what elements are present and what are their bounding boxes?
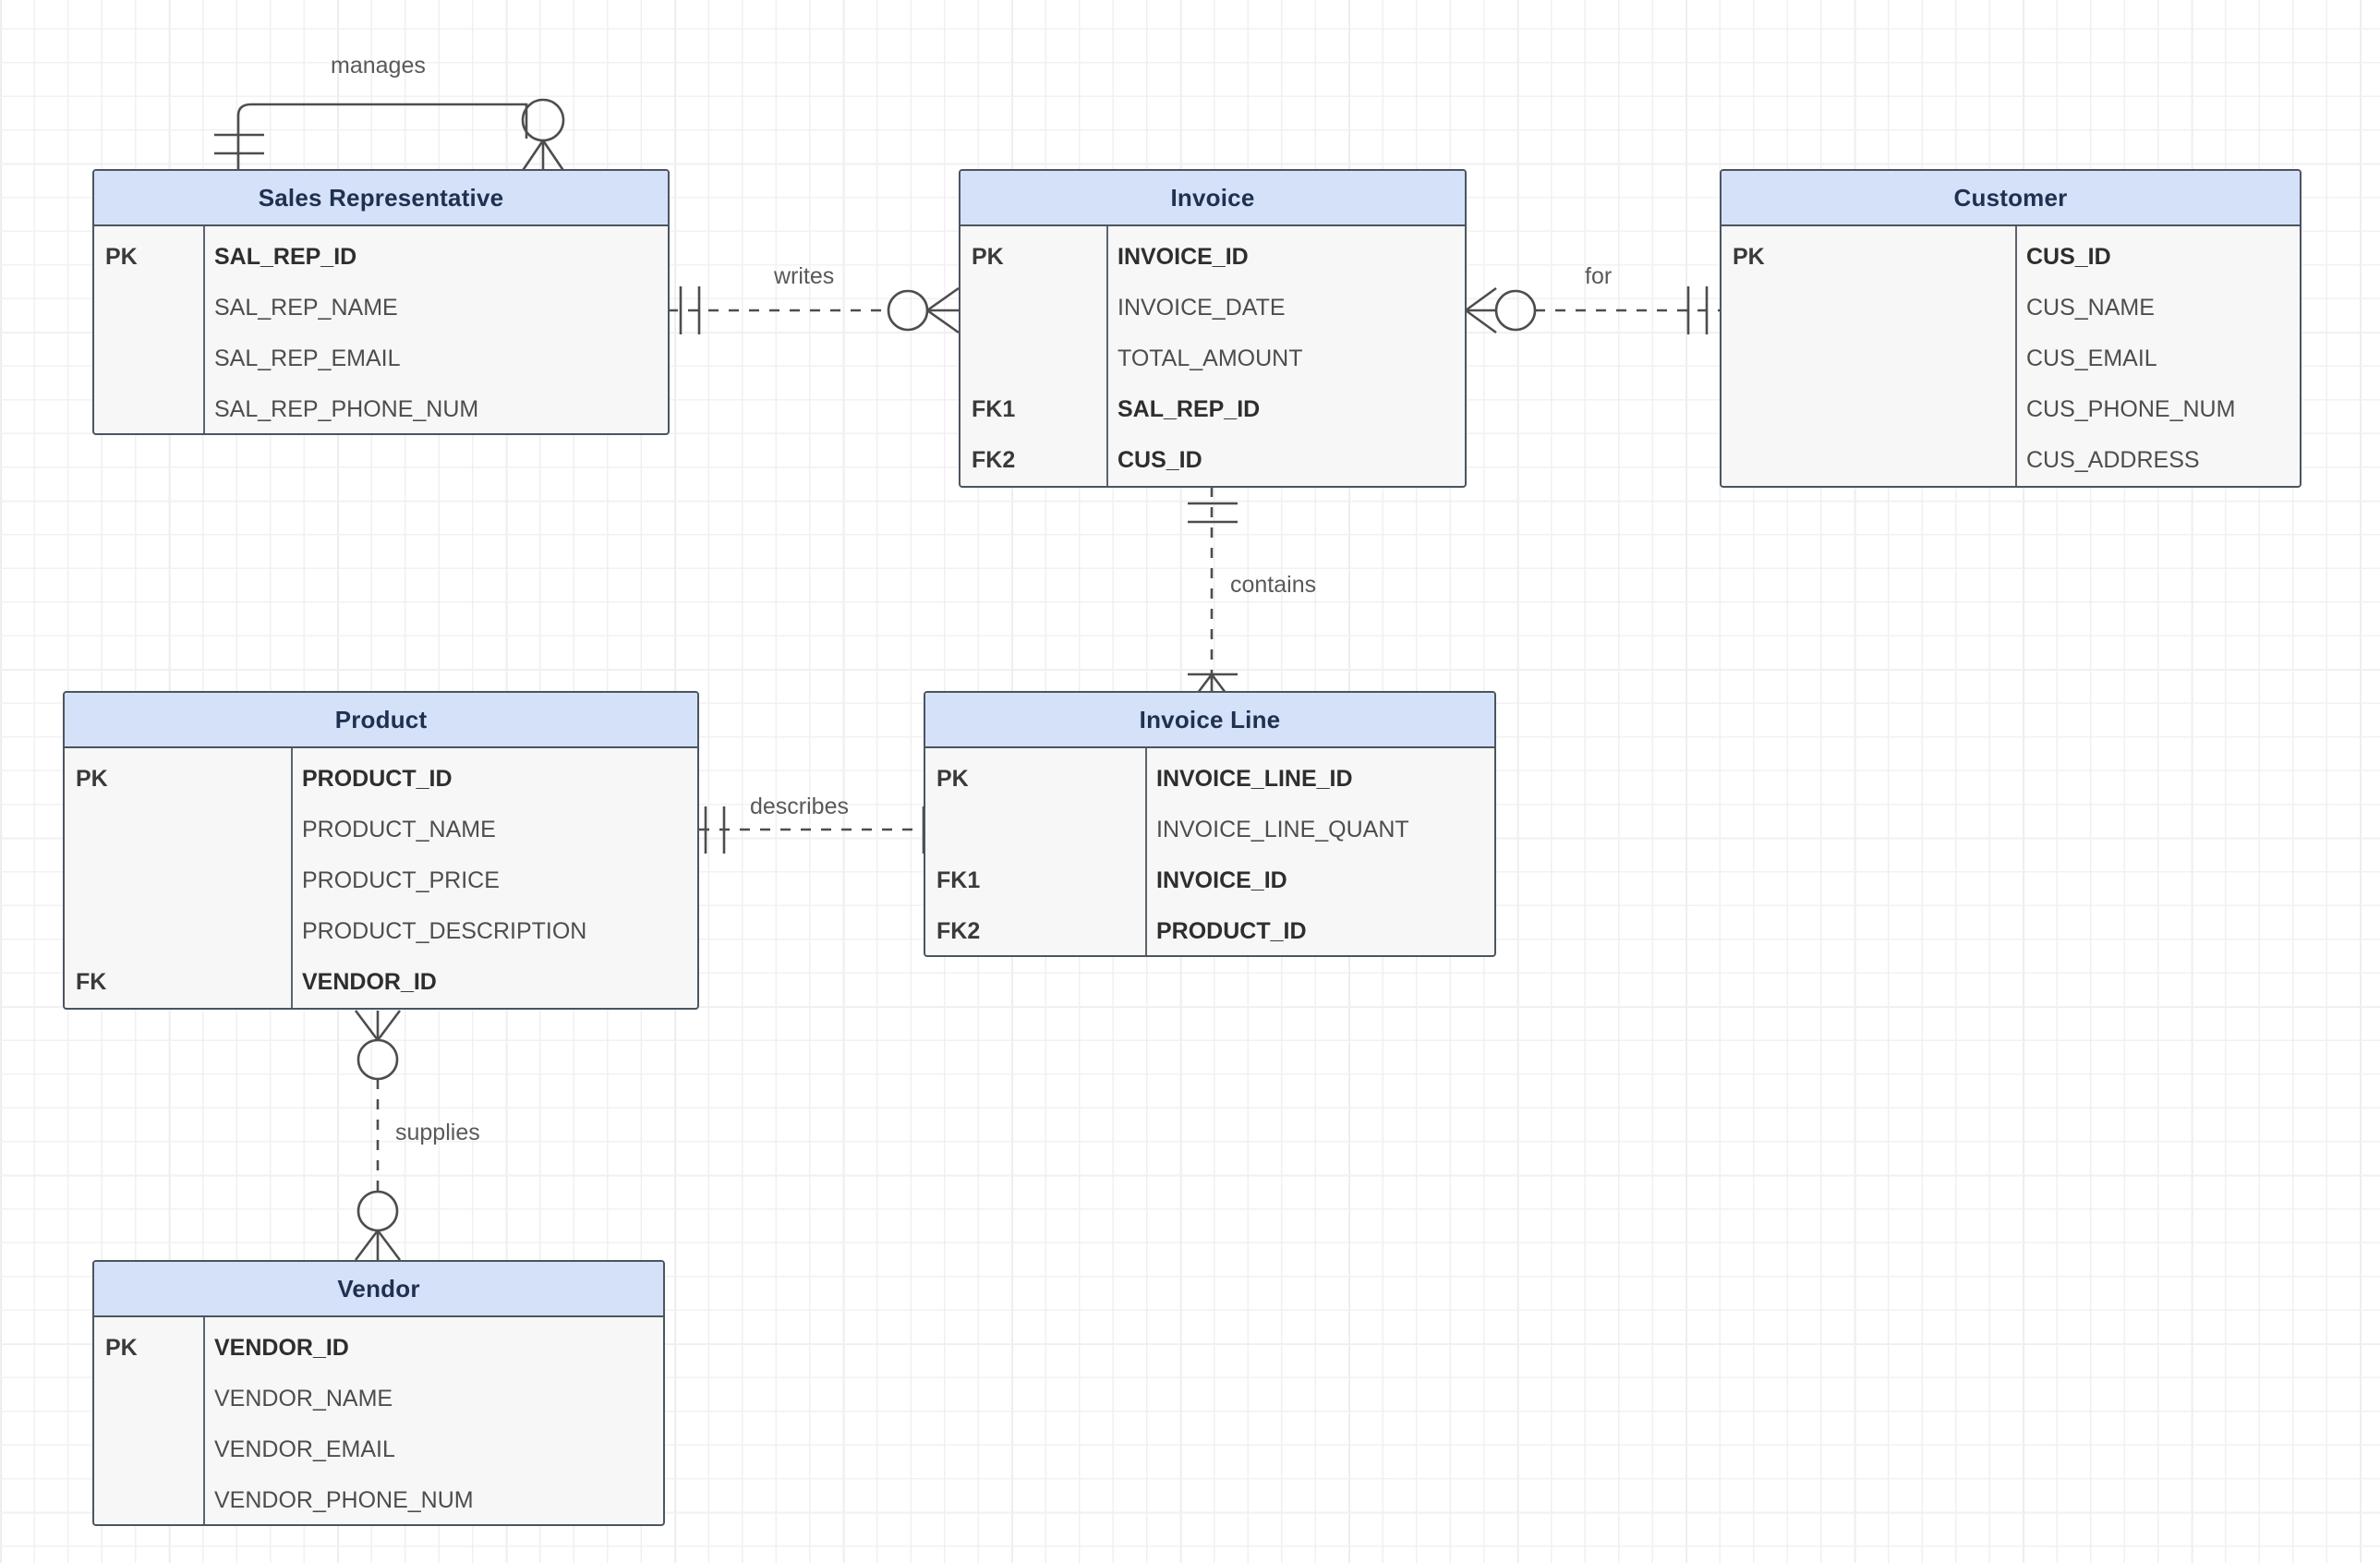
key-cell: [1722, 333, 2015, 384]
key-cell: FK2: [972, 447, 1016, 473]
key-cell: [94, 283, 203, 333]
key-cell: PK: [1733, 244, 1765, 270]
attribute-cell: CUS_ID: [2026, 244, 2111, 270]
entity-title-vendor: Vendor: [94, 1262, 663, 1317]
key-cell: [1722, 435, 2015, 486]
relationship-for[interactable]: [1465, 286, 1720, 334]
relationship-label-describes: describes: [750, 794, 849, 819]
entity-title-invoice: Invoice: [960, 171, 1465, 226]
key-cell: FK1: [972, 396, 1016, 422]
relationship-label-manages: manages: [331, 53, 426, 79]
attribute-cell: CUS_PHONE_NUM: [2026, 396, 2236, 422]
relationship-manages[interactable]: [214, 98, 566, 173]
key-cell: [94, 1374, 203, 1424]
attribute-column-product: PRODUCT_ID PRODUCT_NAME PRODUCT_PRICE PR…: [293, 748, 697, 1008]
key-cell: [94, 333, 203, 384]
key-column-invoice: PK FK1 FK2: [960, 226, 1108, 486]
attribute-cell: VENDOR_ID: [302, 969, 437, 995]
relationship-label-for: for: [1585, 263, 1613, 289]
attribute-cell: VENDOR_ID: [214, 1335, 349, 1361]
attribute-cell: CUS_EMAIL: [2026, 345, 2157, 371]
attribute-cell: INVOICE_LINE_ID: [1156, 766, 1353, 792]
key-column-vendor: PK: [94, 1317, 205, 1524]
attribute-cell: PRODUCT_PRICE: [302, 867, 500, 893]
key-column-invoice-line: PK FK1 FK2: [925, 748, 1147, 955]
key-cell: PK: [76, 766, 108, 792]
attribute-cell: SAL_REP_ID: [1118, 396, 1261, 422]
key-cell: [960, 333, 1106, 384]
attribute-cell: VENDOR_NAME: [214, 1386, 393, 1412]
relationship-label-contains: contains: [1230, 572, 1317, 598]
entity-title-customer: Customer: [1722, 171, 2300, 226]
entity-product[interactable]: Product PK FK PRODUCT_ID PRODUCT_NAME PR…: [63, 691, 699, 1010]
key-cell: FK1: [936, 867, 981, 893]
key-cell: [94, 1475, 203, 1524]
entity-title-invoice-line: Invoice Line: [925, 693, 1494, 748]
key-cell: PK: [105, 1335, 138, 1361]
attribute-cell: VENDOR_EMAIL: [214, 1436, 395, 1462]
attribute-cell: PRODUCT_ID: [302, 766, 453, 792]
attribute-cell: INVOICE_ID: [1156, 867, 1287, 893]
key-cell: FK2: [936, 918, 981, 944]
key-column-customer: PK: [1722, 226, 2017, 486]
key-cell: [94, 384, 203, 433]
key-cell: [960, 283, 1106, 333]
key-cell: [94, 1424, 203, 1475]
key-cell: PK: [105, 244, 138, 270]
attribute-cell: TOTAL_AMOUNT: [1118, 345, 1303, 371]
key-cell: PK: [972, 244, 1004, 270]
key-cell: [1722, 384, 2015, 435]
relationship-label-writes: writes: [774, 263, 835, 289]
attribute-cell: PRODUCT_DESCRIPTION: [302, 918, 587, 944]
key-cell: [1722, 283, 2015, 333]
attribute-column-vendor: VENDOR_ID VENDOR_NAME VENDOR_EMAIL VENDO…: [205, 1317, 663, 1524]
attribute-cell: SAL_REP_PHONE_NUM: [214, 396, 479, 422]
entity-invoice-line[interactable]: Invoice Line PK FK1 FK2 INVOICE_LINE_ID …: [924, 691, 1496, 957]
attribute-cell: SAL_REP_ID: [214, 244, 357, 270]
attribute-cell: SAL_REP_EMAIL: [214, 345, 401, 371]
relationship-writes[interactable]: [668, 286, 960, 334]
entity-title-sales-representative: Sales Representative: [94, 171, 668, 226]
attribute-column-sales-representative: SAL_REP_ID SAL_REP_NAME SAL_REP_EMAIL SA…: [205, 226, 668, 433]
attribute-column-invoice-line: INVOICE_LINE_ID INVOICE_LINE_QUANT INVOI…: [1147, 748, 1494, 955]
key-cell: FK: [76, 969, 107, 995]
key-cell: PK: [936, 766, 969, 792]
entity-customer[interactable]: Customer PK CUS_ID CUS_NAME CUS_EMAIL CU…: [1720, 169, 2301, 488]
entity-title-product: Product: [65, 693, 697, 748]
entity-invoice[interactable]: Invoice PK FK1 FK2 INVOICE_ID INVOICE_DA…: [959, 169, 1467, 488]
key-cell: [65, 855, 291, 906]
attribute-cell: CUS_ID: [1118, 447, 1202, 473]
key-column-sales-representative: PK: [94, 226, 205, 433]
attribute-cell: CUS_ADDRESS: [2026, 447, 2200, 473]
attribute-cell: PRODUCT_NAME: [302, 817, 496, 842]
relationship-supplies[interactable]: [354, 1010, 402, 1261]
attribute-cell: SAL_REP_NAME: [214, 295, 398, 321]
attribute-cell: INVOICE_ID: [1118, 244, 1249, 270]
entity-vendor[interactable]: Vendor PK VENDOR_ID VENDOR_NAME VENDOR_E…: [92, 1260, 665, 1526]
key-cell: [65, 805, 291, 855]
relationship-label-supplies: supplies: [395, 1120, 480, 1145]
entity-sales-representative[interactable]: Sales Representative PK SAL_REP_ID SAL_R…: [92, 169, 670, 435]
attribute-cell: PRODUCT_ID: [1156, 918, 1307, 944]
key-cell: [925, 805, 1145, 855]
attribute-cell: VENDOR_PHONE_NUM: [214, 1487, 474, 1513]
attribute-cell: INVOICE_DATE: [1118, 295, 1286, 321]
key-column-product: PK FK: [65, 748, 293, 1008]
attribute-cell: INVOICE_LINE_QUANT: [1156, 817, 1409, 842]
attribute-column-invoice: INVOICE_ID INVOICE_DATE TOTAL_AMOUNT SAL…: [1108, 226, 1465, 486]
attribute-column-customer: CUS_ID CUS_NAME CUS_EMAIL CUS_PHONE_NUM …: [2017, 226, 2300, 486]
attribute-cell: CUS_NAME: [2026, 295, 2155, 321]
key-cell: [65, 906, 291, 957]
